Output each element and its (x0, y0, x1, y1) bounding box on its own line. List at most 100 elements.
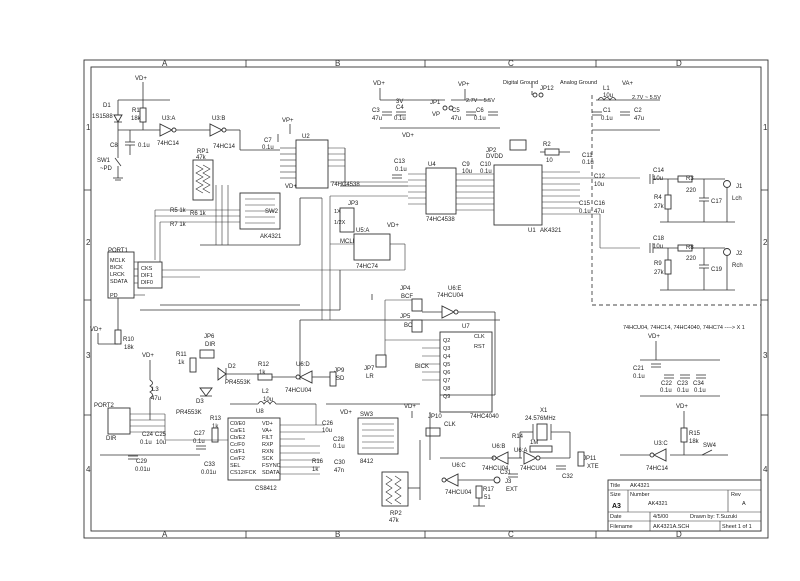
rch-output: C18 10u R8 220 J2 Rch R9 27k C19 (649, 236, 743, 291)
c15-ref: C15 (579, 201, 591, 207)
zone-col-c-top: C (508, 59, 514, 68)
c32-ref: C32 (562, 474, 574, 480)
c10-ref: C10 (480, 162, 492, 168)
u2-chip (295, 139, 329, 189)
svg-text:Q2: Q2 (443, 338, 450, 344)
title-value: AK4321 (630, 483, 650, 489)
c33-ref: C33 (204, 462, 216, 468)
j2-label: Rch (732, 263, 743, 269)
title-label: Title (610, 483, 620, 489)
c26-ref: C26 (322, 421, 334, 427)
bick-label: BICK (415, 364, 429, 370)
svg-text:SDATA: SDATA (262, 470, 280, 476)
c6-ref: C6 (476, 108, 484, 114)
u4-u1-block: C13 0.1u U4 74HC4538 C9 10u C10 0.1u U1 … (330, 139, 640, 249)
r8-value: 220 (686, 256, 697, 262)
j1-label: Lch (732, 196, 742, 202)
u1-part: AK4321 (540, 228, 562, 234)
bc-label: BC (404, 323, 413, 329)
label-digital-ground: Digital Ground (503, 80, 538, 86)
net-vd-plus-sw3: VD+ (404, 404, 416, 410)
d1-part: 1S1588 (92, 114, 113, 120)
clock-divider: JP4 BCF U6:E 74HCU04 JP5 BC U7 74HC4040 … (300, 286, 500, 420)
c1-ref: C1 (603, 108, 611, 114)
sw3-block: SW3 8412 VD+ JP10 CLK RP2 47k (357, 404, 456, 524)
date-value: 4/5/00 (653, 514, 668, 520)
svg-text:Q7: Q7 (443, 378, 450, 384)
u6c-ref: U6:C (452, 463, 466, 469)
jp10-ref: JP10 (428, 414, 442, 420)
svg-text:Q5: Q5 (443, 362, 450, 368)
port1-ref: PORT1 (108, 248, 129, 254)
rev-value: A (742, 501, 746, 507)
d2-part: PR4553K (225, 380, 251, 386)
net-vd-plus-mid: VD+ (402, 133, 414, 139)
u3c-ref: U3:C (654, 441, 668, 447)
svg-text:Ce/F2: Ce/F2 (230, 456, 245, 462)
zone-row-4-right: 4 (763, 465, 768, 474)
net-vd-plus-l3: VD+ (142, 353, 154, 359)
jp5-ref: JP5 (400, 314, 411, 320)
svg-text:LRCK: LRCK (110, 272, 125, 278)
r13-ref: R13 (210, 416, 222, 422)
r15-value: 18k (689, 439, 700, 445)
title-block: Title AK4321 Size A3 Number AK4321 Rev A… (607, 479, 762, 532)
net-vd-plus-bypass: VD+ (648, 334, 660, 340)
u8-part: CS8412 (255, 486, 277, 492)
rp1-value: 47k (196, 155, 207, 161)
c27-ref: C27 (194, 431, 206, 437)
d1-ref: D1 (103, 103, 111, 109)
c16-value: 47u (594, 209, 604, 215)
r11-value: 1k (178, 360, 185, 366)
r4-value: 27k (654, 204, 665, 210)
c18-ref: C18 (653, 236, 665, 242)
size-label: Size (610, 492, 621, 498)
r4-ref: R4 (654, 195, 662, 201)
u6e-ref: U6:E (448, 286, 461, 292)
number-value: AK4321 (648, 501, 668, 507)
r11-ref: R11 (176, 352, 187, 358)
mclk-label: MCLK (340, 239, 357, 245)
c26-value: 10u (322, 428, 332, 434)
jp4-ref: JP4 (400, 286, 411, 292)
jp11-label: XTE (587, 464, 599, 470)
bypass-note: 74HCU04, 74HC14, 74HC4040, 74HC74 ----> … (623, 325, 745, 331)
rp2-resistor-pack (381, 471, 409, 507)
filename-value: AK4321A.SCH (653, 524, 689, 530)
zone-col-a-bottom: A (162, 530, 168, 539)
c10-value: 0.1u (480, 169, 492, 175)
number-label: Number (630, 492, 650, 498)
c17-ref: C17 (711, 199, 723, 205)
r2-value: 10 (546, 158, 553, 164)
svg-text:BICK: BICK (110, 265, 123, 271)
rp2-value: 47k (389, 518, 400, 524)
j1-jack (723, 180, 731, 188)
x1-ref: X1 (540, 408, 548, 414)
u8-chip (227, 417, 281, 481)
c9-value: 10u (462, 169, 472, 175)
c7-ref: C7 (264, 138, 272, 144)
port2-block: VD+ L3 47u PORT2 DIR C24 C25 0.1u 10u C2… (94, 353, 228, 473)
c3-ref: C3 (372, 108, 380, 114)
u5a-ref: U5:A (356, 228, 369, 234)
c5-ref: C5 (452, 108, 460, 114)
c11-value: 0.1u (582, 160, 594, 166)
c19-ref: C19 (711, 267, 723, 273)
u6d-ref: U6:D (296, 362, 310, 368)
c7-value: 0.1u (262, 145, 274, 151)
zone-col-b-bottom: B (335, 530, 340, 539)
c2-ref: C2 (634, 108, 642, 114)
u4-part: 74HC4538 (426, 217, 455, 223)
u1-ak4321-chip (493, 164, 543, 226)
r15-ref: R15 (689, 431, 701, 437)
svg-text:CS12/FCK: CS12/FCK (230, 470, 257, 476)
r9-ref: R9 (654, 261, 662, 267)
sw1-ref: SW1 (97, 158, 111, 164)
sw2-ref: SW2 (265, 209, 279, 215)
svg-text:SEL: SEL (230, 463, 240, 469)
svg-text:Cd/F1: Cd/F1 (230, 449, 245, 455)
r13-value: 1k (212, 424, 219, 430)
c21-value: 0.1u (633, 374, 645, 380)
zone-row-1-right: 1 (763, 123, 768, 132)
